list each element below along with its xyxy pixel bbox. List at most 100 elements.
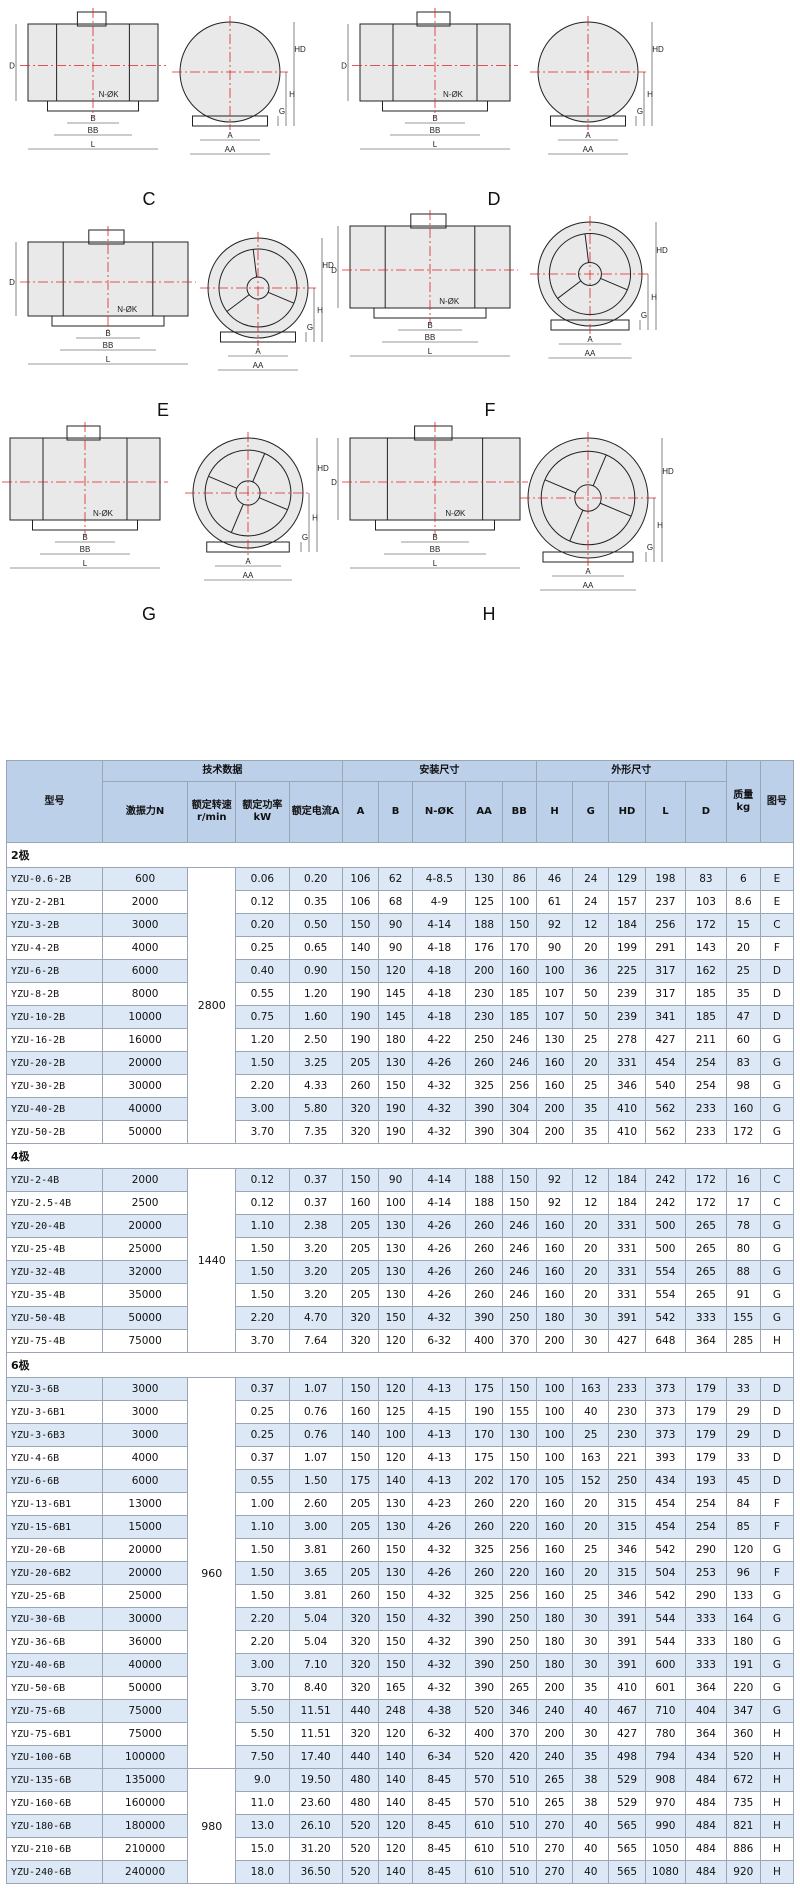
cell-force: 180000 — [101, 1814, 189, 1838]
cell-mass: 25 — [725, 959, 761, 983]
cell-current: 7.64 — [288, 1329, 343, 1353]
cell-g: 12 — [572, 913, 610, 937]
cell-hd: 529 — [608, 1791, 646, 1815]
dim-label: G — [647, 543, 653, 552]
cell-model: YZU-40-6B — [6, 1653, 103, 1677]
cell-a: 190 — [341, 1005, 380, 1029]
cell-bb: 510 — [501, 1814, 537, 1838]
header-install-nk: N-ØK — [412, 781, 467, 843]
cell-h: 180 — [535, 1607, 574, 1631]
cell-bb: 304 — [501, 1120, 537, 1144]
cell-a: 320 — [341, 1120, 380, 1144]
cell-b: 130 — [378, 1237, 414, 1261]
cell-bb: 256 — [501, 1538, 537, 1562]
cell-l: 1050 — [644, 1837, 687, 1861]
dim-label: A — [585, 567, 591, 576]
cell-model: YZU-160-6B — [6, 1791, 103, 1815]
cell-fig: H — [759, 1791, 795, 1815]
cell-hd: 346 — [608, 1538, 646, 1562]
cell-b: 120 — [378, 1377, 414, 1401]
motor-endcap-left — [359, 23, 394, 102]
cell-current: 23.60 — [288, 1791, 343, 1815]
cell-a: 320 — [341, 1676, 380, 1700]
cell-aa: 202 — [465, 1469, 503, 1493]
cell-mass: 96 — [725, 1561, 761, 1585]
cell-b: 130 — [378, 1515, 414, 1539]
dim-label: L — [106, 355, 111, 364]
cell-d: 185 — [685, 982, 727, 1006]
cell-l: 291 — [644, 936, 687, 960]
cell-l: 427 — [644, 1028, 687, 1052]
cell-aa: 610 — [465, 1837, 503, 1861]
cell-d: 179 — [685, 1377, 727, 1401]
cell-d: 185 — [685, 1005, 727, 1029]
cell-bb: 170 — [501, 1469, 537, 1493]
cell-model: YZU-15-6B1 — [6, 1515, 103, 1539]
cell-force: 3000 — [101, 1423, 189, 1447]
header-install-aa: AA — [465, 781, 503, 843]
cell-n-k: 4-32 — [412, 1630, 467, 1654]
cell-current: 2.38 — [288, 1214, 343, 1238]
cell-fig: H — [759, 1329, 795, 1353]
cell-hd: 239 — [608, 982, 646, 1006]
cell-g: 35 — [572, 1097, 610, 1121]
cell-bb: 220 — [501, 1515, 537, 1539]
cell-fig: G — [759, 1260, 795, 1284]
cell-force: 32000 — [101, 1260, 189, 1284]
cell-current: 11.51 — [288, 1699, 343, 1723]
cell-l: 373 — [644, 1377, 687, 1401]
cell-n-k: 4-18 — [412, 982, 467, 1006]
cell-bb: 250 — [501, 1630, 537, 1654]
header-install-bb: BB — [501, 781, 537, 843]
cell-l: 562 — [644, 1120, 687, 1144]
cell-power: 0.12 — [235, 1191, 290, 1215]
section-row: 2极 — [6, 842, 794, 868]
cell-h: 270 — [535, 1814, 574, 1838]
cell-fig: D — [759, 1400, 795, 1424]
cell-h: 200 — [535, 1120, 574, 1144]
cell-b: 150 — [378, 1074, 414, 1098]
cell-mass: 8.6 — [725, 890, 761, 914]
cell-mass: 15 — [725, 913, 761, 937]
cell-bb: 155 — [501, 1400, 537, 1424]
cell-n-k: 4-18 — [412, 936, 467, 960]
cell-mass: 33 — [725, 1377, 761, 1401]
cell-fig: F — [759, 1561, 795, 1585]
header-install: 安装尺寸 — [341, 760, 537, 782]
cell-aa: 175 — [465, 1377, 503, 1401]
cell-bb: 246 — [501, 1260, 537, 1284]
cell-h: 265 — [535, 1768, 574, 1792]
cell-model: YZU-20-2B — [6, 1051, 103, 1075]
cell-mass: 6 — [725, 867, 761, 891]
dim-label: H — [651, 293, 657, 302]
cell-d: 484 — [685, 1814, 727, 1838]
cell-h: 100 — [535, 1423, 574, 1447]
figure-label: F — [485, 400, 496, 420]
cell-fig: H — [759, 1768, 795, 1792]
cell-n-k: 4-18 — [412, 1005, 467, 1029]
cell-model: YZU-20-6B2 — [6, 1561, 103, 1585]
cell-l: 393 — [644, 1446, 687, 1470]
cell-aa: 390 — [465, 1630, 503, 1654]
cell-d: 172 — [685, 913, 727, 937]
motor-rib — [230, 503, 244, 533]
cell-hd: 184 — [608, 913, 646, 937]
cell-b: 100 — [378, 1423, 414, 1447]
dim-label: AA — [253, 361, 264, 370]
cell-d: 179 — [685, 1423, 727, 1447]
cell-h: 160 — [535, 1492, 574, 1516]
dim-label: D — [331, 266, 337, 275]
cell-g: 30 — [572, 1722, 610, 1746]
cell-a: 260 — [341, 1538, 380, 1562]
cell-d: 484 — [685, 1768, 727, 1792]
cell-model: YZU-36-6B — [6, 1630, 103, 1654]
cell-n-k: 4-26 — [412, 1214, 467, 1238]
cell-force: 75000 — [101, 1699, 189, 1723]
cell-a: 480 — [341, 1791, 380, 1815]
figure-label: G — [142, 604, 156, 624]
